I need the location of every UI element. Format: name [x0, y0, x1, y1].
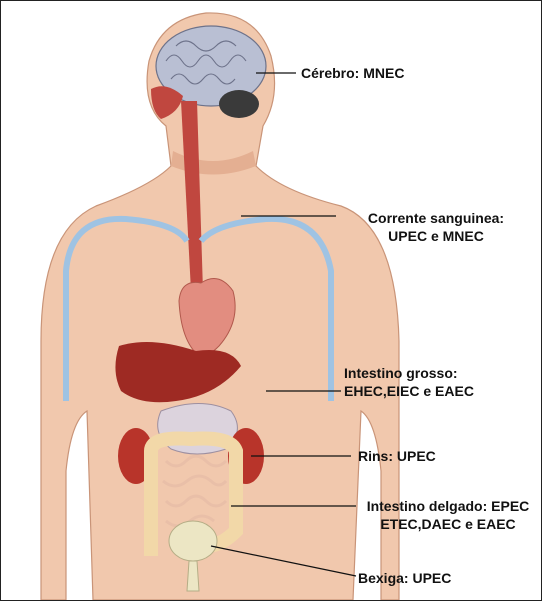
label-intestino-grosso: Intestino grosso: EHEC,EIEC e EAEC — [344, 364, 474, 400]
bladder — [169, 521, 217, 561]
label-corrente-sanguinea: Corrente sanguinea: UPEC e MNEC — [346, 209, 526, 245]
label-bexiga: Bexiga: UPEC — [358, 569, 451, 587]
cerebellum — [219, 90, 259, 118]
label-cerebro-line1: Cérebro: MNEC — [301, 64, 404, 82]
label-rins-line1: Rins: UPEC — [358, 447, 436, 465]
urethra — [187, 561, 199, 591]
label-intestino-grosso-line1: Intestino grosso: — [344, 364, 474, 382]
label-intestino-delgado-line2: ETEC,DAEC e EAEC — [356, 515, 540, 533]
label-corrente-line1: Corrente sanguinea: — [346, 209, 526, 227]
label-intestino-grosso-line2: EHEC,EIEC e EAEC — [344, 382, 474, 400]
label-intestino-delgado: Intestino delgado: EPEC ETEC,DAEC e EAEC — [356, 497, 540, 533]
label-intestino-delgado-line1: Intestino delgado: EPEC — [356, 497, 540, 515]
label-corrente-line2: UPEC e MNEC — [346, 227, 526, 245]
label-rins: Rins: UPEC — [358, 447, 436, 465]
label-bexiga-line1: Bexiga: UPEC — [358, 569, 451, 587]
label-cerebro: Cérebro: MNEC — [301, 64, 404, 82]
